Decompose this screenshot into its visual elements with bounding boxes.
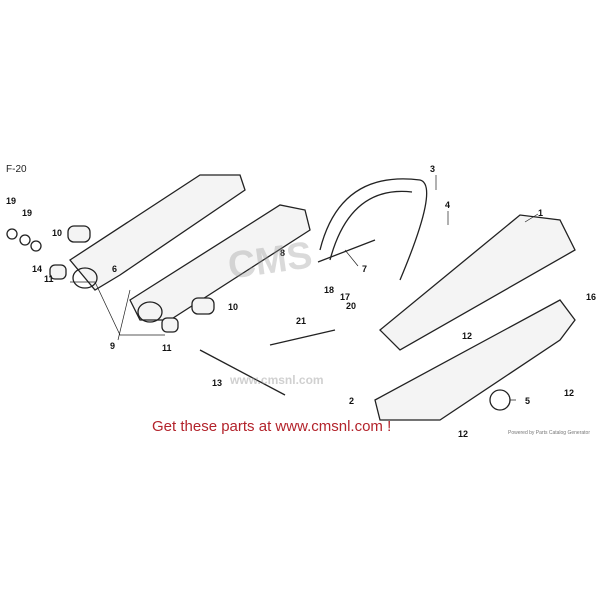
- bushing-10: [67, 225, 91, 243]
- seal-14: [30, 240, 42, 252]
- washer-19: [19, 234, 31, 246]
- bushing-10: [191, 297, 215, 315]
- callout-12: 12: [462, 331, 472, 341]
- callout-1: 1: [538, 208, 543, 218]
- pivot-boss: [72, 267, 98, 289]
- pivot-boss: [137, 301, 163, 323]
- callout-14: 14: [32, 264, 42, 274]
- callout-3: 3: [430, 164, 435, 174]
- callout-12c: 12: [458, 429, 468, 439]
- callout-8: 8: [280, 248, 285, 258]
- callout-5: 5: [525, 396, 530, 406]
- figure-code: F-20: [6, 164, 27, 175]
- bushing-11: [49, 264, 67, 280]
- callout-19: 19: [22, 208, 32, 218]
- callout-6: 6: [112, 264, 117, 274]
- callout-7: 7: [362, 264, 367, 274]
- swingarm: [69, 174, 311, 321]
- callout-13: 13: [212, 378, 222, 388]
- callout-9: 9: [110, 341, 115, 351]
- callout-16: 16: [586, 292, 596, 302]
- callout-15: 19: [6, 196, 16, 206]
- drive-chain: [319, 178, 428, 281]
- call-to-action-link[interactable]: Get these parts at www.cmsnl.com !: [152, 418, 392, 435]
- arm-7: [317, 239, 376, 263]
- powered-by-text: Powered by Parts Catalog Generator: [508, 430, 590, 436]
- callout-10b: 10: [228, 302, 238, 312]
- callout-11b: 11: [162, 343, 172, 353]
- callout-11: 11: [44, 274, 54, 284]
- chain-case: [379, 214, 576, 351]
- callout-4: 4: [445, 200, 450, 210]
- callout-18: 18: [324, 285, 334, 295]
- chain-case-lower: [374, 299, 576, 421]
- callout-21: 21: [296, 316, 306, 326]
- callout-12b: 12: [564, 388, 574, 398]
- nut-15: [6, 228, 18, 240]
- pivot-bolt-13: [199, 349, 286, 396]
- callout-10: 10: [52, 228, 62, 238]
- callouts: 3 4 1 19 19 10 14 11 6 8 7 16 12 18 17 2…: [6, 164, 596, 439]
- bushing-11: [161, 317, 179, 333]
- grommet-5: [489, 389, 511, 411]
- callout-17: 17: [340, 292, 350, 302]
- callout-2: 2: [349, 396, 354, 406]
- callout-20: 20: [346, 301, 356, 311]
- watermark-url: www.cmsnl.com: [230, 373, 324, 387]
- leader-lines: [70, 175, 539, 401]
- chain-slider-21: [269, 329, 336, 346]
